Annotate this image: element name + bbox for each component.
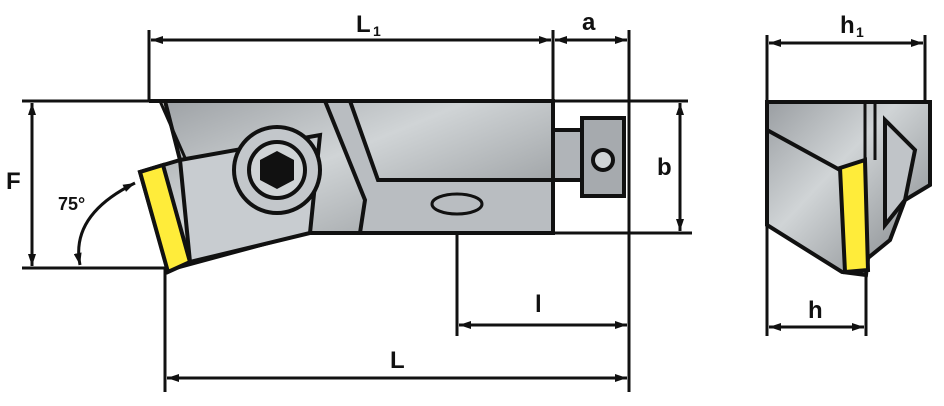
insert-end [837,157,871,275]
dimension-lines [28,36,923,382]
dim-L1-sub: 1 [373,23,381,39]
dim-L: L [390,347,405,374]
dim-h1-sub: 1 [856,24,864,40]
dim-h1: h [840,12,855,39]
hex-socket-icon [260,151,294,189]
holder-end-view [765,100,932,278]
dim-L1: L [356,11,371,38]
dim-a: a [582,9,596,36]
holder-side-view [137,99,626,275]
angle-label: 75° [58,194,85,214]
dim-b: b [657,154,672,181]
dim-F: F [6,168,21,195]
insert [137,162,193,275]
dim-l: l [535,291,542,318]
dim-h: h [808,297,823,324]
